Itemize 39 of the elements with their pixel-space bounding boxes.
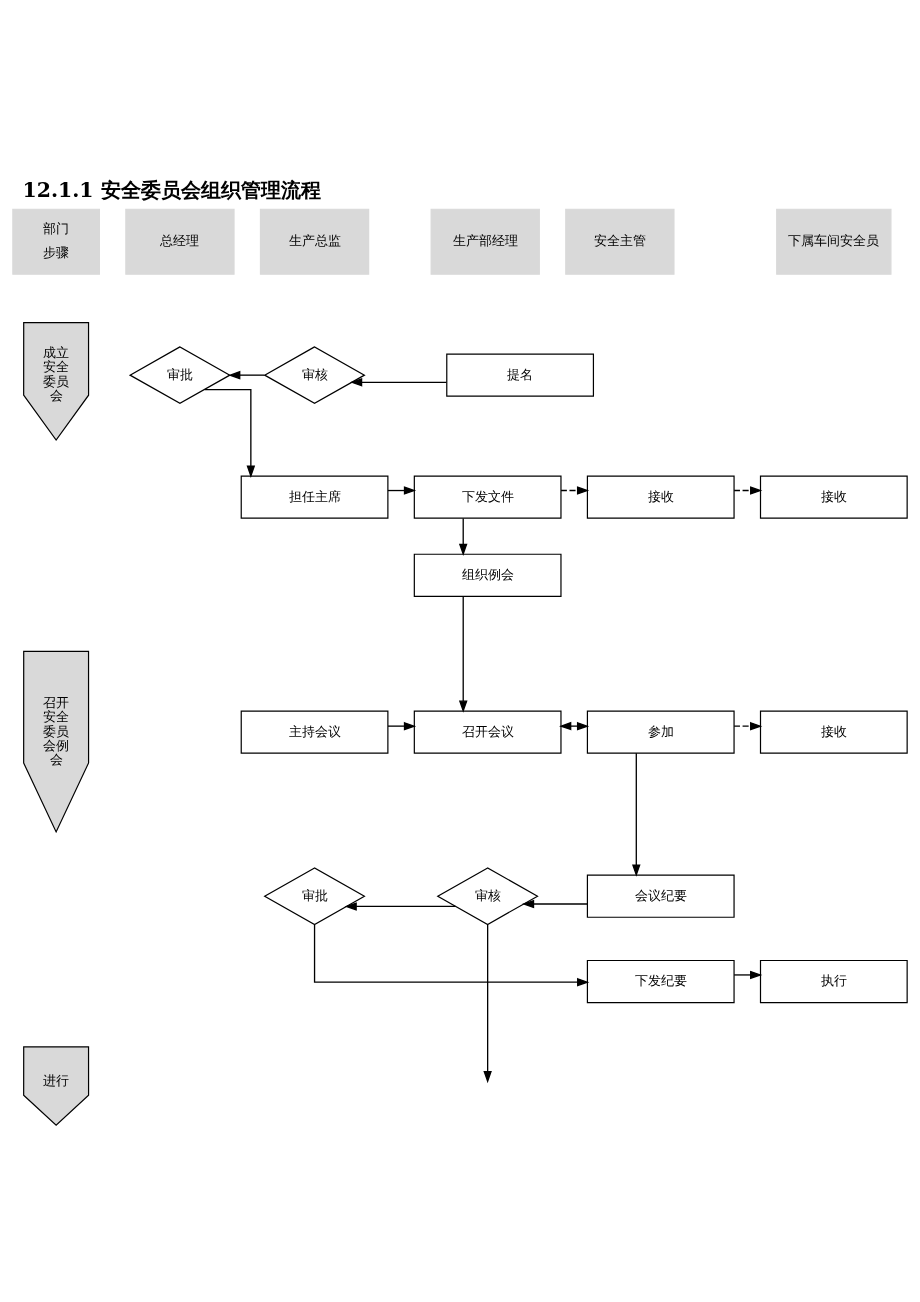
arrow — [483, 924, 492, 1084]
node-box: 总经理 — [125, 208, 235, 275]
arrow — [733, 970, 763, 980]
diagram-title: 12.1.1 安全委员会组织管理流程 — [22, 177, 321, 202]
arrow — [228, 370, 266, 380]
node-box: 下属车间安全员 — [776, 208, 892, 275]
node-box: 接收 — [586, 475, 735, 519]
node-box: 主持会议 — [240, 710, 389, 754]
arrow — [349, 378, 448, 387]
arrow — [733, 721, 763, 731]
node-box: 下发纪要 — [586, 959, 735, 1004]
arrow — [458, 517, 468, 556]
arrow — [313, 924, 590, 987]
node-diamond: 审批 — [128, 346, 232, 405]
arrow — [559, 721, 590, 731]
node-box: 下发文件 — [413, 475, 562, 519]
node-box: 安全主管 — [565, 208, 675, 275]
node-box: 组织例会 — [413, 553, 562, 597]
node-box: 生产总监 — [259, 208, 370, 275]
node-box: 接收 — [759, 475, 908, 519]
node-box: 担任主席 — [240, 475, 389, 519]
node-box: 会议纪要 — [586, 874, 735, 918]
arrow — [344, 902, 457, 911]
node-box: 执行 — [759, 959, 908, 1004]
node-box: 召开会议 — [413, 710, 562, 754]
arrow — [632, 752, 641, 877]
node-diamond: 审核 — [436, 867, 539, 926]
arrow — [560, 486, 590, 495]
arrow — [521, 899, 588, 909]
arrow — [733, 486, 763, 495]
node-box: 生产部经理 — [430, 208, 540, 275]
node-box: 接收 — [759, 710, 908, 754]
arrow — [458, 595, 468, 713]
arrow — [204, 388, 256, 478]
arrow — [387, 721, 417, 731]
node-diamond: 审批 — [263, 867, 366, 926]
node-box: 参加 — [586, 710, 735, 754]
node-box: 部门 步骤 — [12, 208, 100, 275]
node-box: 提名 — [446, 353, 594, 397]
